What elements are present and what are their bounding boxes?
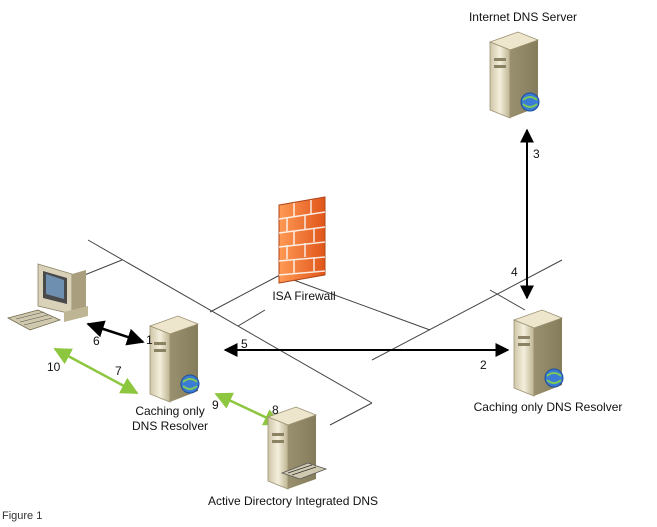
figure-caption: Figure 1	[2, 510, 43, 522]
network-segment-main	[87, 239, 373, 404]
step-label-9: 9	[212, 398, 219, 412]
remote-caching-resolver-label: Caching only DNS Resolver	[473, 400, 623, 414]
isa-firewall-label: ISA Firewall	[272, 289, 336, 303]
network-tick	[237, 309, 266, 327]
step-label-8: 8	[272, 403, 279, 417]
step-label-3: 3	[533, 147, 540, 161]
local-caching-resolver-label-line2: DNS Resolver	[131, 419, 209, 433]
network-branch-firewall-outer	[279, 274, 431, 331]
network-branch-ad	[329, 402, 373, 426]
arrow-step-6	[86, 320, 145, 346]
server-icon-local	[148, 315, 200, 403]
step-label-4: 4	[511, 265, 518, 279]
workstation-icon	[6, 263, 88, 331]
arrow-step-7-10	[53, 347, 139, 395]
network-branch-remote	[489, 289, 526, 311]
ad-integrated-dns-label: Active Directory Integrated DNS	[207, 494, 379, 508]
step-label-1: 1	[146, 333, 153, 347]
internet-dns-server-label: Internet DNS Server	[468, 10, 578, 24]
network-branch-firewall-inner	[209, 274, 281, 313]
local-caching-resolver-label-line1: Caching only	[135, 404, 205, 418]
step-label-5: 5	[241, 337, 248, 351]
server-icon-ad	[266, 406, 328, 490]
step-label-10: 10	[47, 360, 61, 374]
step-label-2: 2	[480, 358, 487, 372]
server-icon-internet	[488, 31, 540, 119]
server-icon-remote	[512, 309, 564, 397]
firewall-icon	[278, 196, 326, 284]
step-label-7: 7	[115, 364, 122, 378]
step-label-6: 6	[93, 334, 100, 348]
